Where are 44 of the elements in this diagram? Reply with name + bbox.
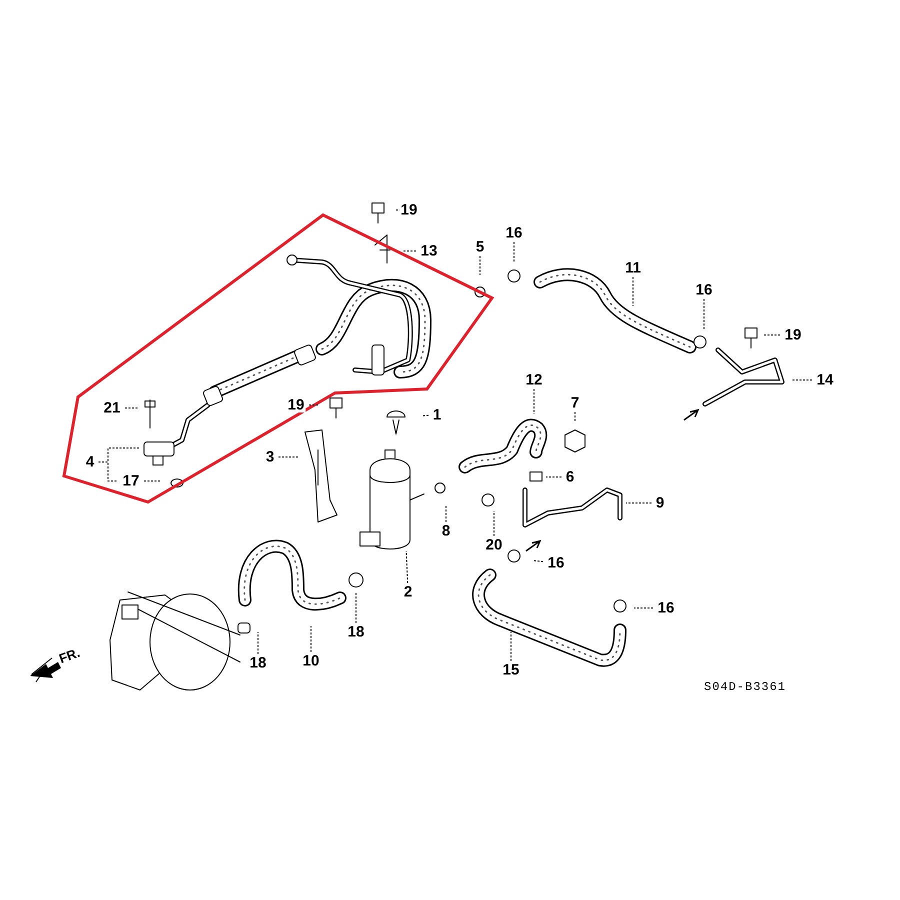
callout-number: 19 [784,328,802,342]
callout-number: 20 [484,538,504,552]
callout-number: 10 [302,654,320,668]
leader-line [762,334,780,336]
leader-line [533,560,544,562]
callout-number: 18 [346,624,366,640]
callout-number: 1 [432,408,442,422]
callout-number: 11 [624,260,642,276]
leader-line [546,476,562,478]
leader-line [310,626,312,652]
callout-number: 2 [402,584,414,600]
callout-number: 16 [546,556,566,570]
callout-number: 3 [264,450,276,464]
callout-number: 16 [656,600,676,616]
callout-number: 9 [654,496,666,510]
callout-number: 16 [694,282,714,298]
leader-line [278,456,300,458]
callout-number: 5 [474,240,486,254]
callout-number: 8 [440,524,452,538]
leader-line [574,412,576,422]
callout-number: 7 [570,396,580,410]
drawing-code: S04D-B3361 [704,679,786,696]
leader-line [308,404,320,406]
leader-line [626,502,652,504]
callout-number: 17 [122,474,140,488]
callout-number: 12 [524,372,544,388]
callout-number: 13 [420,244,438,258]
callout-number: 18 [248,656,268,670]
leader-line [98,462,118,482]
leader-line [422,414,429,416]
callout-number: 16 [504,226,524,240]
front-direction-label: FR. [56,644,83,668]
leader-line [632,276,634,306]
leader-line [406,550,408,584]
callout-number: 21 [102,400,122,416]
callout-number: 15 [502,662,520,678]
callout-number: 14 [816,372,834,388]
leader-line [402,250,416,252]
leader-line [510,632,512,662]
callout-number: 6 [564,470,576,484]
callout-number: 19 [286,398,306,412]
callout-number: 4 [84,454,96,470]
leader-line [144,480,160,482]
callout-number: 19 [400,202,418,218]
